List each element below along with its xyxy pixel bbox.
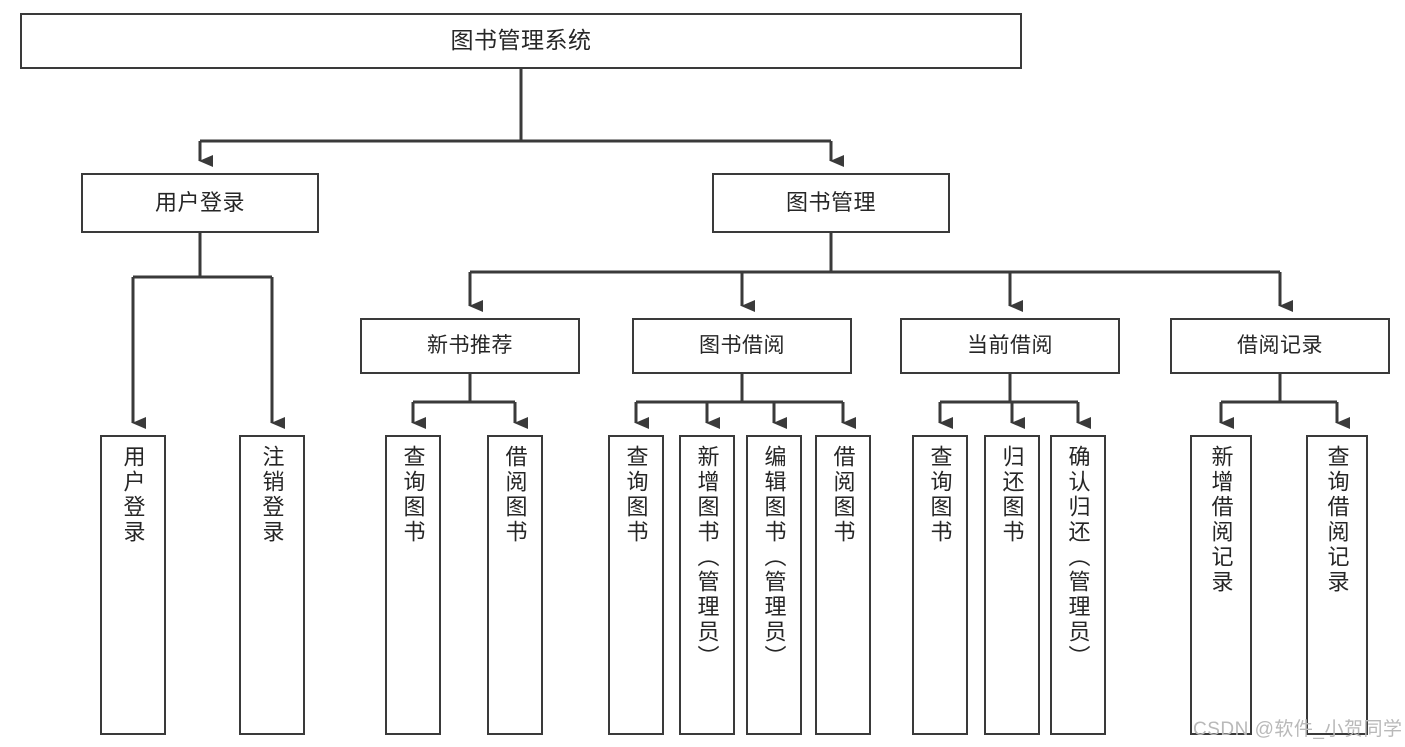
node-borrow-record[interactable]: 借阅记录 bbox=[1170, 318, 1390, 374]
node-label: 查询图书 bbox=[400, 445, 426, 545]
node-label: 图书管理系统 bbox=[450, 27, 592, 54]
node-label: 新书推荐 bbox=[427, 333, 513, 357]
node-label: 查询图书 bbox=[623, 445, 649, 545]
node-leaf-confirm-return-admin[interactable]: 确认归还（管理员） bbox=[1050, 435, 1106, 735]
node-book-borrow[interactable]: 图书借阅 bbox=[632, 318, 852, 374]
node-label: 注销登录 bbox=[259, 445, 285, 545]
node-label: 借阅图书 bbox=[830, 445, 856, 545]
node-new-book-recommend[interactable]: 新书推荐 bbox=[360, 318, 580, 374]
node-leaf-query-borrow-record[interactable]: 查询借阅记录 bbox=[1306, 435, 1368, 735]
node-label: 图书管理 bbox=[785, 190, 876, 216]
node-label: 用户登录 bbox=[154, 190, 245, 216]
node-leaf-query-book-new[interactable]: 查询图书 bbox=[385, 435, 441, 735]
node-label: 编辑图书（管理员） bbox=[761, 445, 787, 670]
node-leaf-logout-login[interactable]: 注销登录 bbox=[239, 435, 305, 735]
node-label: 新增借阅记录 bbox=[1208, 445, 1234, 595]
node-leaf-add-book-admin[interactable]: 新增图书（管理员） bbox=[679, 435, 735, 735]
node-leaf-return-book[interactable]: 归还图书 bbox=[984, 435, 1040, 735]
node-leaf-query-book-borrow[interactable]: 查询图书 bbox=[608, 435, 664, 735]
node-root-system[interactable]: 图书管理系统 bbox=[20, 13, 1022, 69]
node-book-manage[interactable]: 图书管理 bbox=[712, 173, 950, 233]
node-leaf-borrow-book[interactable]: 借阅图书 bbox=[815, 435, 871, 735]
node-leaf-user-login[interactable]: 用户登录 bbox=[100, 435, 166, 735]
node-current-borrow[interactable]: 当前借阅 bbox=[900, 318, 1120, 374]
watermark-credit: CSDN @软件_小贺同学 bbox=[1193, 719, 1403, 740]
node-label: 归还图书 bbox=[999, 445, 1025, 545]
node-leaf-borrow-book-new[interactable]: 借阅图书 bbox=[487, 435, 543, 735]
node-label: 查询图书 bbox=[927, 445, 953, 545]
node-leaf-query-book-current[interactable]: 查询图书 bbox=[912, 435, 968, 735]
node-leaf-add-borrow-record[interactable]: 新增借阅记录 bbox=[1190, 435, 1252, 735]
node-label: 用户登录 bbox=[120, 445, 146, 545]
node-user-login[interactable]: 用户登录 bbox=[81, 173, 319, 233]
node-leaf-edit-book-admin[interactable]: 编辑图书（管理员） bbox=[746, 435, 802, 735]
node-label: 图书借阅 bbox=[699, 333, 785, 357]
node-label: 确认归还（管理员） bbox=[1065, 445, 1091, 670]
node-label: 借阅记录 bbox=[1237, 333, 1323, 357]
node-label: 当前借阅 bbox=[967, 333, 1053, 357]
node-label: 借阅图书 bbox=[502, 445, 528, 545]
node-label: 新增图书（管理员） bbox=[694, 445, 720, 670]
node-label: 查询借阅记录 bbox=[1324, 445, 1350, 595]
